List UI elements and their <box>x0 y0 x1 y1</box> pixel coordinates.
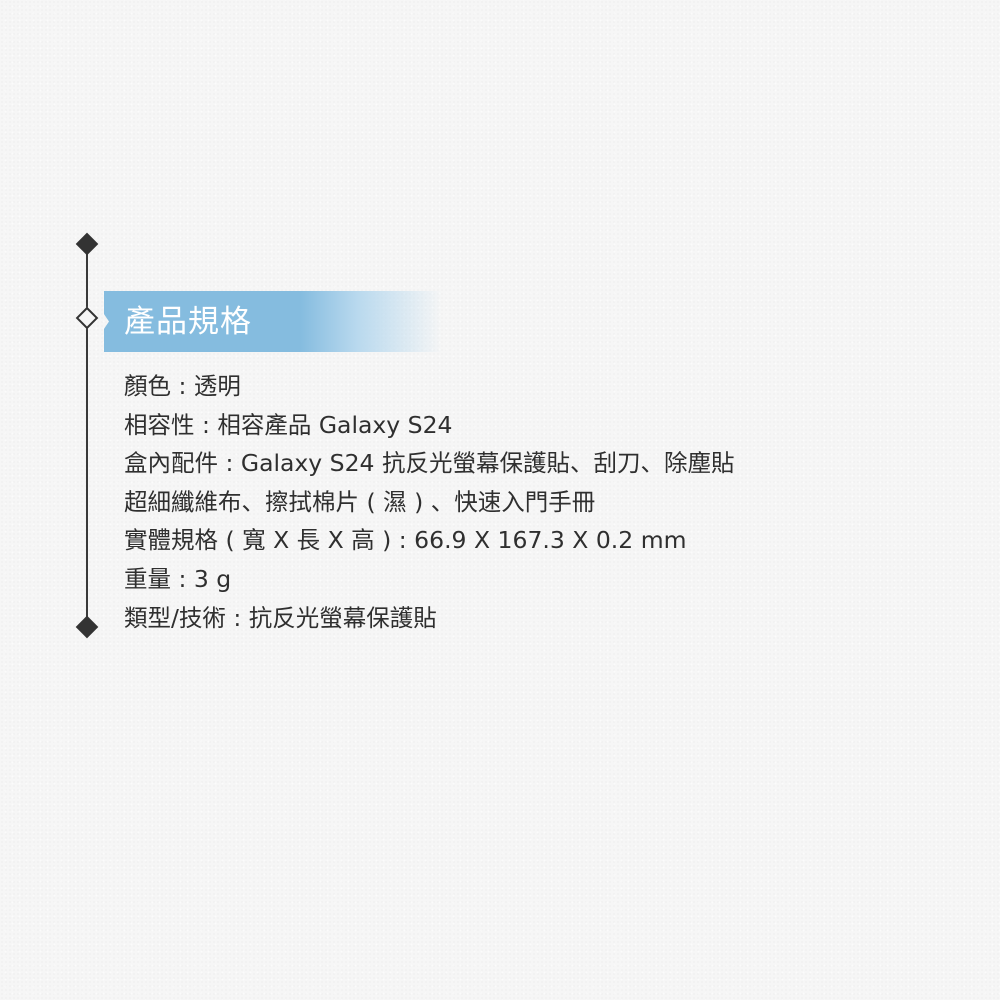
spec-color: 顏色 : 透明 <box>124 372 241 400</box>
diamond-filled-icon <box>75 232 99 256</box>
spec-box-contents-continued: 超細纖維布、擦拭棉片 ( 濕 ) 、快速入門手冊 <box>124 487 596 516</box>
spec-type: 類型/技術 : 抗反光螢幕保護貼 <box>124 603 437 632</box>
spec-weight: 重量 : 3 g <box>124 564 232 593</box>
spec-list: 顏色 : 透明 相容性 : 相容產品 Galaxy S24 盒內配件 : Gal… <box>124 367 734 637</box>
spec-dimensions: 實體規格 ( 寬 X 長 X 高 ) : 66.9 X 167.3 X 0.2 … <box>124 526 687 555</box>
diamond-outline-icon <box>75 306 99 330</box>
timeline-line <box>86 244 88 628</box>
section-title-banner <box>104 291 442 352</box>
section-title: 產品規格 <box>124 304 252 340</box>
spec-box-contents: 盒內配件 : Galaxy S24 抗反光螢幕保護貼、刮刀、除塵貼 <box>124 449 735 478</box>
diamond-filled-icon <box>75 615 99 639</box>
spec-compatibility: 相容性 : 相容產品 Galaxy S24 <box>124 410 453 439</box>
